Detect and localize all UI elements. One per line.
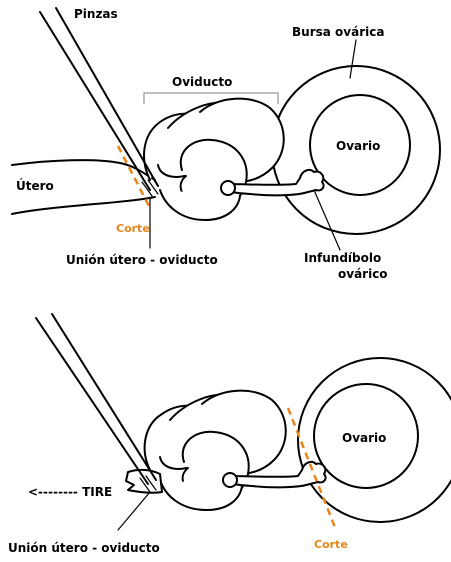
bottom-panel: Ovario <-------- TIRE Corte Unión útero …: [8, 314, 451, 555]
top-junction-label: Unión útero - oviducto: [66, 253, 218, 267]
top-forceps-icon: [40, 8, 158, 196]
forceps-label: Pinzas: [74, 7, 118, 21]
bottom-forceps-icon: [36, 314, 156, 492]
pull-label: <-------- TIRE: [28, 485, 112, 499]
top-infundibulum-leader: [314, 190, 340, 250]
infundibulum-label-line1: Infundíbolo: [304, 251, 381, 265]
top-panel: Pinzas Bursa ovárica Oviducto Ovario Úte…: [12, 7, 440, 281]
bottom-junction-leader: [118, 492, 150, 530]
bottom-cut-label: Corte: [314, 538, 348, 551]
bottom-cut-line: [288, 408, 336, 530]
top-oviduct-coils: [144, 99, 324, 220]
top-bursa-leader: [350, 40, 356, 78]
bursa-label: Bursa ovárica: [292, 25, 384, 39]
bottom-junction-label: Unión útero - oviducto: [8, 541, 160, 555]
oviduct-label: Oviducto: [172, 75, 232, 89]
uterus-label: Útero: [16, 178, 54, 193]
infundibulum-label-line2: ovárico: [338, 267, 388, 281]
bottom-ovary-label: Ovario: [342, 431, 386, 445]
bottom-oviduct-coils: [126, 391, 326, 510]
top-cut-label: Corte: [116, 222, 150, 235]
top-ovary-label: Ovario: [336, 139, 380, 153]
